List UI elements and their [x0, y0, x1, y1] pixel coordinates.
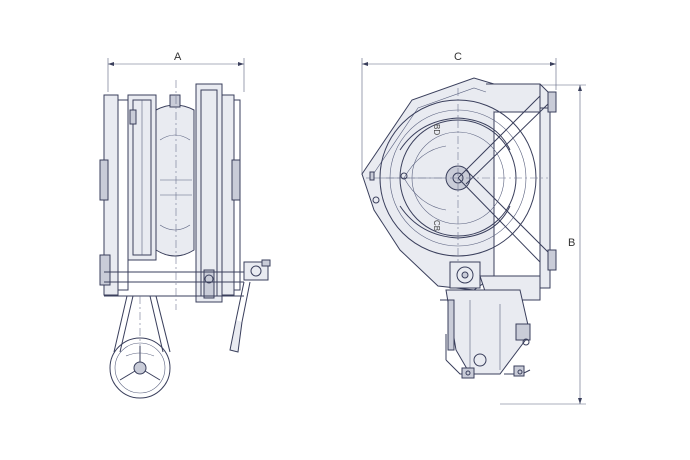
ground-wheel — [109, 337, 171, 399]
dimension-b-label: B — [568, 237, 575, 249]
sheave-label-upper: BD — [432, 124, 441, 135]
dimension-c-label: C — [454, 51, 462, 63]
dimension-c: C — [361, 51, 557, 175]
center-drum — [155, 104, 195, 257]
dimension-a: A — [107, 51, 245, 92]
brake-handle — [229, 259, 271, 353]
vertical-frame — [539, 107, 551, 289]
lower-body — [445, 261, 541, 375]
sheave-guard — [361, 77, 495, 291]
front-view: A — [99, 51, 271, 399]
side-view: C B — [361, 51, 586, 405]
right-sheave-column — [195, 83, 223, 303]
dimension-a-label: A — [174, 51, 182, 63]
sheave-label-lower: CB — [432, 220, 441, 231]
dimension-b: B — [500, 84, 586, 405]
anchor-foot — [440, 299, 531, 379]
